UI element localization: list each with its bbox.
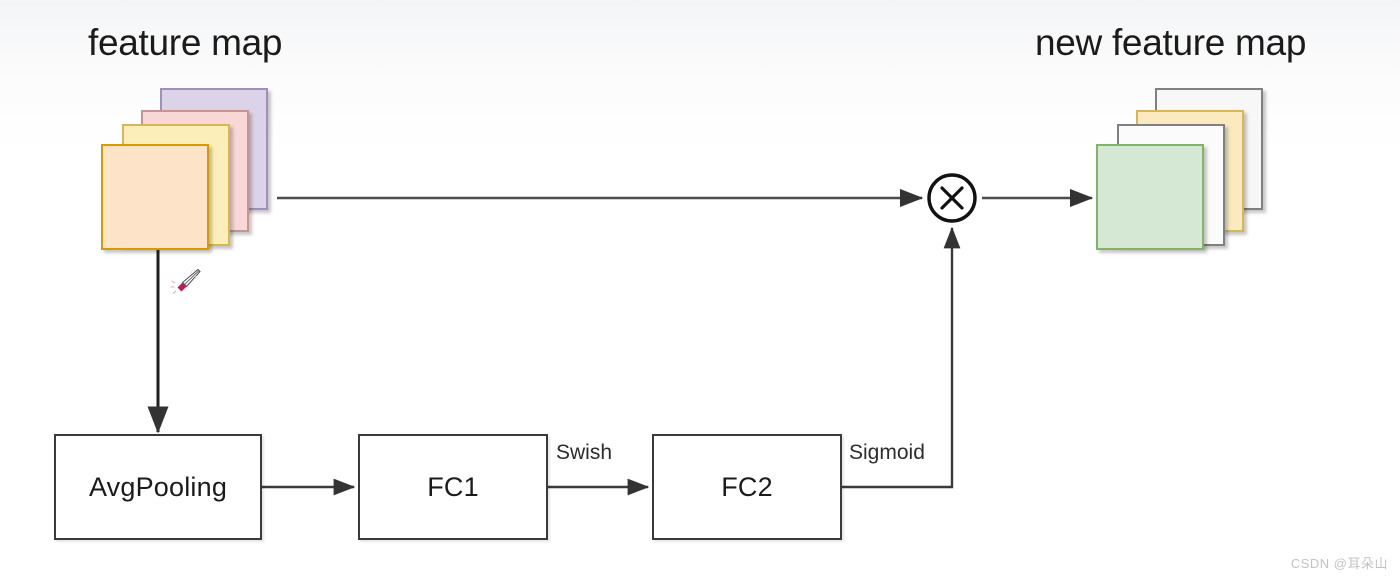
process-box-avgpooling[interactable]: AvgPooling [54, 434, 262, 540]
wire-fc2-to-multiply [842, 226, 961, 489]
pen-cursor-icon [170, 268, 201, 294]
multiply-node[interactable] [926, 172, 978, 224]
page-title-right: new feature map [1035, 22, 1307, 63]
new-feature-map-layer-green [1096, 144, 1204, 250]
process-box-fc2[interactable]: FC2 [652, 434, 842, 540]
process-box-fc1-label: FC1 [427, 471, 479, 502]
process-box-fc2-label: FC2 [721, 471, 773, 502]
process-box-fc1[interactable]: FC1 [358, 434, 548, 540]
edge-label-sigmoid: Sigmoid [849, 441, 925, 464]
watermark-text: CSDN @耳朵山 [1290, 556, 1388, 571]
edge-label-swish: Swish [556, 441, 613, 464]
page-title-left: feature map [88, 22, 283, 63]
process-box-avgpooling-label: AvgPooling [88, 471, 228, 502]
feature-map-layer-peach [101, 144, 209, 250]
